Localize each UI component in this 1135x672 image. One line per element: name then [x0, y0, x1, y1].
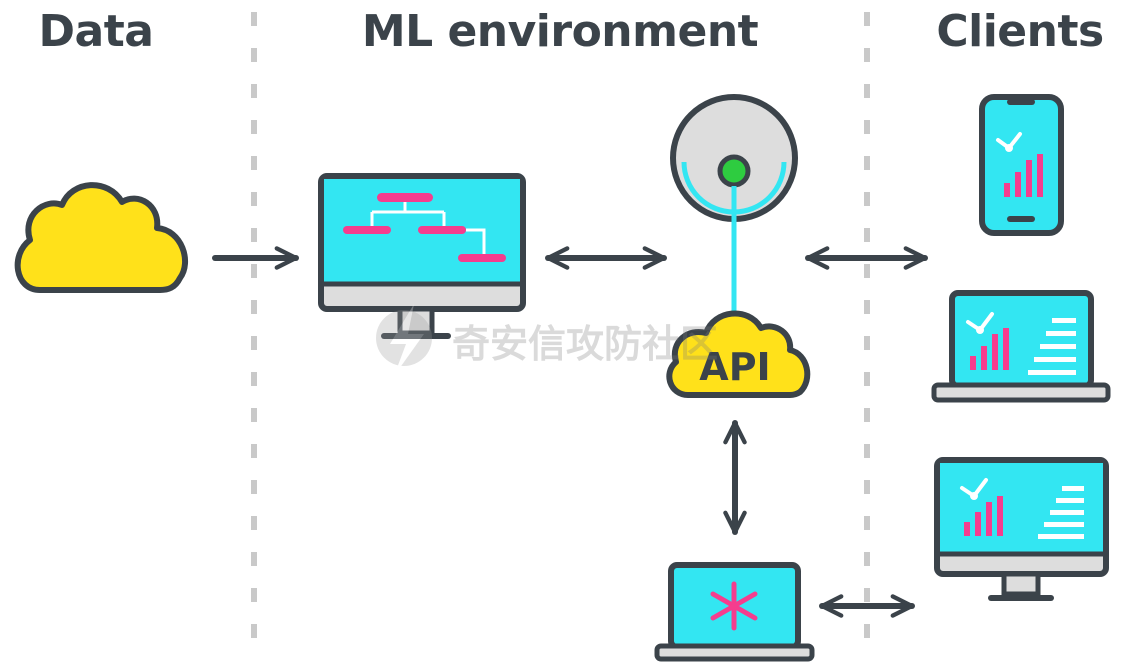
- ml-environment-column-title: ML environment: [361, 6, 759, 57]
- clients-column-title: Clients: [936, 6, 1104, 57]
- data-column-title: Data: [38, 6, 154, 57]
- list-lines-icon: [1038, 486, 1084, 539]
- api-cloud-icon: API: [666, 310, 811, 398]
- chart-icon: [966, 312, 1009, 370]
- server-disk-icon: [670, 94, 798, 318]
- monitor-icon: [318, 173, 526, 339]
- chart-icon: [996, 132, 1043, 197]
- flowchart-icon: [343, 193, 506, 262]
- laptop-icon: [654, 562, 815, 662]
- api-label: API: [699, 345, 770, 389]
- chart-icon: [960, 478, 1003, 536]
- cloud-icon: [14, 182, 188, 293]
- phone-icon: [979, 94, 1064, 236]
- asterisk-icon: [710, 581, 758, 631]
- laptop-icon: [931, 290, 1111, 403]
- monitor-icon: [934, 457, 1109, 601]
- list-lines-icon: [1028, 318, 1076, 375]
